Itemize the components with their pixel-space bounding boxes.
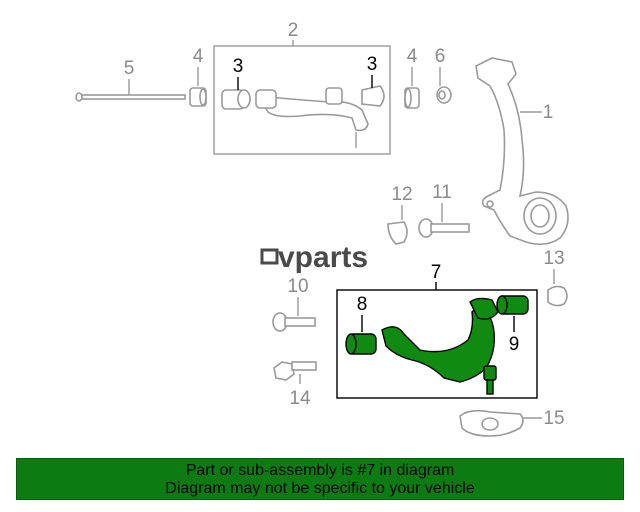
callout-9: 9: [509, 334, 520, 355]
callout-4-left: 4: [193, 46, 204, 67]
info-banner: Part or sub-assembly is #7 in diagram Di…: [16, 458, 624, 500]
part-11-bolt[interactable]: [418, 218, 470, 238]
part-15-bracket[interactable]: [459, 409, 524, 437]
part-4-nut-right[interactable]: [404, 87, 420, 109]
callout-8: 8: [357, 294, 368, 315]
lower-arm-group-box: [336, 289, 538, 399]
callout-3-left: 3: [233, 56, 244, 77]
svg-text:vparts: vparts: [278, 241, 368, 274]
part-12-nut[interactable]: [387, 221, 408, 245]
part-1-steering-knuckle[interactable]: [475, 57, 569, 246]
callout-3-right: 3: [367, 54, 378, 75]
upper-arm-group-box: [213, 45, 391, 155]
callout-5: 5: [124, 58, 135, 79]
callout-14: 14: [289, 388, 311, 409]
vparts-watermark: vparts: [260, 241, 368, 274]
callout-15: 15: [543, 408, 564, 429]
callout-4-right: 4: [407, 46, 418, 67]
part-3-bushing-right[interactable]: [361, 85, 385, 107]
callout-12: 12: [391, 184, 412, 205]
banner-line-2: Diagram may not be specific to your vehi…: [165, 480, 475, 497]
callout-13: 13: [543, 248, 564, 269]
part-9-bushing[interactable]: [496, 295, 529, 315]
part-4-nut-left[interactable]: [189, 87, 207, 107]
part-8-bushing[interactable]: [345, 333, 377, 355]
callout-6: 6: [435, 46, 446, 67]
callout-11: 11: [432, 182, 452, 203]
callout-10: 10: [287, 276, 308, 297]
part-10-bolt[interactable]: [272, 312, 316, 332]
part-13-nut[interactable]: [547, 285, 568, 307]
part-3-bushing-left[interactable]: [221, 89, 251, 110]
callout-1: 1: [543, 102, 554, 123]
part-6-cap[interactable]: [436, 86, 452, 104]
part-7-lower-control-arm[interactable]: [381, 297, 499, 395]
part-5-bolt[interactable]: [75, 92, 186, 102]
part-2-upper-arm[interactable]: [255, 87, 369, 148]
banner-line-1: Part or sub-assembly is #7 in diagram: [185, 462, 455, 479]
callout-2: 2: [288, 20, 299, 41]
part-14-bolt[interactable]: [273, 361, 317, 381]
callout-7: 7: [431, 262, 442, 283]
